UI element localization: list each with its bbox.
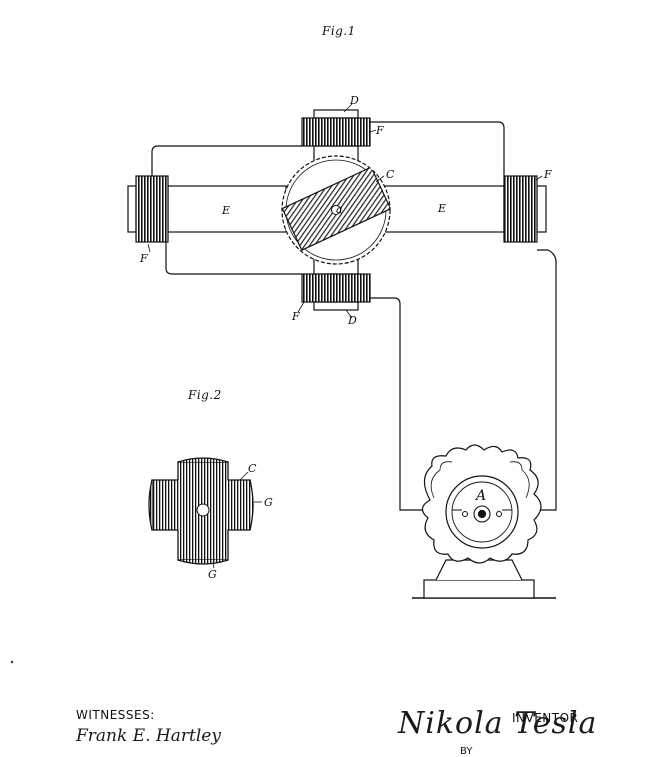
core-d-bottom-cap — [313, 301, 359, 311]
core-d-top-cap — [313, 109, 359, 119]
wire-right-to-generator — [512, 249, 557, 511]
label-d-bottom: D — [347, 314, 357, 327]
label-f-right: F — [543, 168, 552, 181]
fig1-assembly — [127, 109, 557, 599]
label-f-top: F — [375, 124, 384, 137]
label-e-right: E — [437, 202, 446, 215]
witnesses-label: WITNESSES: — [76, 708, 155, 722]
fig2-label-g-bottom: G — [208, 568, 217, 581]
by-label: BY — [460, 746, 473, 757]
label-c: C — [386, 168, 395, 181]
coil-f-bottom — [301, 273, 371, 303]
fig2-title: Fig.2 — [188, 388, 222, 402]
label-a-shaft: a — [336, 203, 343, 216]
witness-signature: Frank E. Hartley — [76, 726, 221, 746]
fig1-title: Fig.1 — [322, 24, 356, 38]
fig2-shaft — [196, 503, 210, 517]
fig2-armature — [148, 457, 254, 565]
label-leaders — [147, 103, 543, 569]
coil-f-right — [503, 175, 538, 243]
core-end-left — [127, 185, 137, 233]
generator-a — [412, 444, 556, 599]
label-a-generator: A — [474, 488, 486, 504]
fig2-label-c: C — [248, 462, 257, 475]
stray-mark — [10, 660, 14, 664]
label-d-top: D — [349, 94, 359, 107]
label-f-bottom: F — [291, 310, 300, 323]
fig2-label-g-right: G — [264, 496, 273, 509]
coil-f-top — [301, 117, 371, 147]
wire-top-right — [370, 121, 505, 176]
shaft-a — [331, 205, 341, 215]
core-e-left — [167, 185, 287, 233]
inventor-label: INVENTOR — [512, 711, 579, 725]
wire-bottom-to-generator — [370, 297, 452, 511]
label-f-left: F — [139, 252, 148, 265]
core-end-right — [536, 185, 547, 233]
inventor-signature: Nikola Tesla — [398, 706, 598, 741]
label-e-left: E — [221, 204, 230, 217]
coil-f-left — [135, 175, 169, 243]
wire-left-top — [151, 145, 302, 176]
wire-left-bottom — [165, 242, 302, 275]
